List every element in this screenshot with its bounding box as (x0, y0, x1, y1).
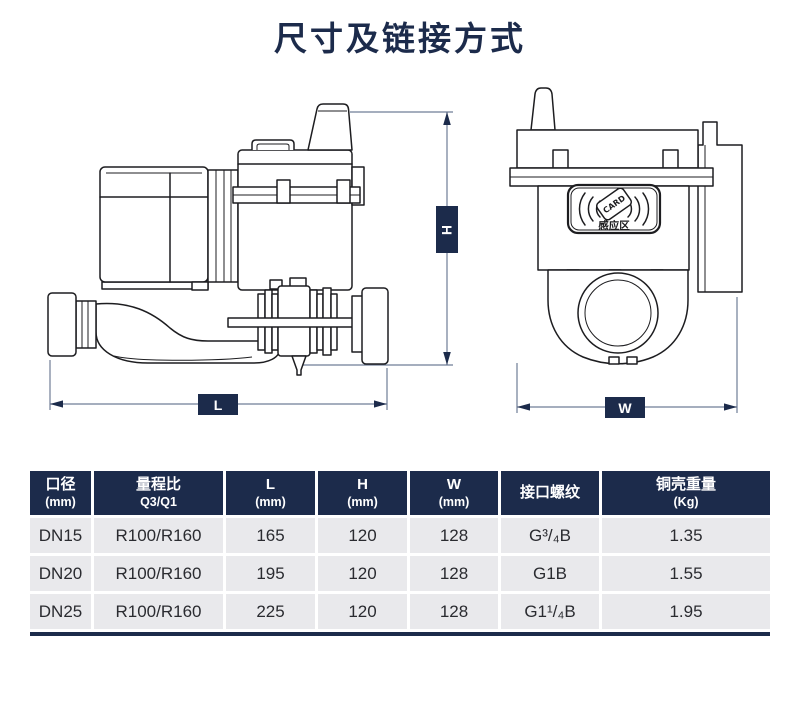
side-panel (697, 121, 743, 293)
card-sensor-zone: CARD 感应区 (566, 183, 662, 235)
col-header-weight: 铜壳重量(Kg) (602, 471, 770, 515)
table-cell: DN15 (30, 518, 91, 553)
ball-valve (227, 277, 389, 376)
sensor-zone-label: 感应区 (598, 219, 630, 232)
card-icon: CARD (595, 187, 633, 221)
table-cell: 1.95 (602, 594, 770, 629)
valve-actuator (232, 103, 365, 291)
table-cell: R100/R160 (94, 594, 223, 629)
inlet-nut (47, 292, 97, 357)
col-header-diameter: 口径(mm) (30, 471, 91, 515)
side-view-drawing (47, 103, 453, 410)
dim-label-l: L (198, 394, 238, 415)
register-box (99, 166, 209, 291)
table-cell: 128 (410, 518, 498, 553)
dim-label-h: H (436, 206, 458, 253)
table-cell: G³/₄B (501, 518, 599, 553)
table-cell: G1¹/₄B (501, 594, 599, 629)
pipe-end (547, 269, 689, 365)
meter-body (95, 302, 281, 364)
col-header-l: L(mm) (226, 471, 315, 515)
table-cell: 120 (318, 594, 407, 629)
table-bottom-rule (30, 632, 770, 636)
col-header-w: W(mm) (410, 471, 498, 515)
housing (509, 129, 714, 187)
table-cell: 120 (318, 518, 407, 553)
dim-label-w: W (605, 397, 645, 418)
table-cell: R100/R160 (94, 556, 223, 591)
table-cell: 165 (226, 518, 315, 553)
table-cell: 120 (318, 556, 407, 591)
table-cell: R100/R160 (94, 518, 223, 553)
table-cell: 1.55 (602, 556, 770, 591)
table-cell: 128 (410, 556, 498, 591)
table-cell: 1.35 (602, 518, 770, 553)
table-cell: 225 (226, 594, 315, 629)
dimension-lines-right (516, 297, 738, 413)
col-header-thread: 接口螺纹 (501, 471, 599, 515)
table-cell: G1B (501, 556, 599, 591)
table-cell: 128 (410, 594, 498, 629)
page-title: 尺寸及链接方式 (274, 20, 526, 57)
signal-arcs (578, 192, 650, 226)
lever-front (530, 87, 556, 131)
table-cell: DN25 (30, 594, 91, 629)
table-cell: 195 (226, 556, 315, 591)
table-cell: DN20 (30, 556, 91, 591)
front-view-drawing: CARD 感应区 (509, 87, 743, 413)
col-header-h: H(mm) (318, 471, 407, 515)
